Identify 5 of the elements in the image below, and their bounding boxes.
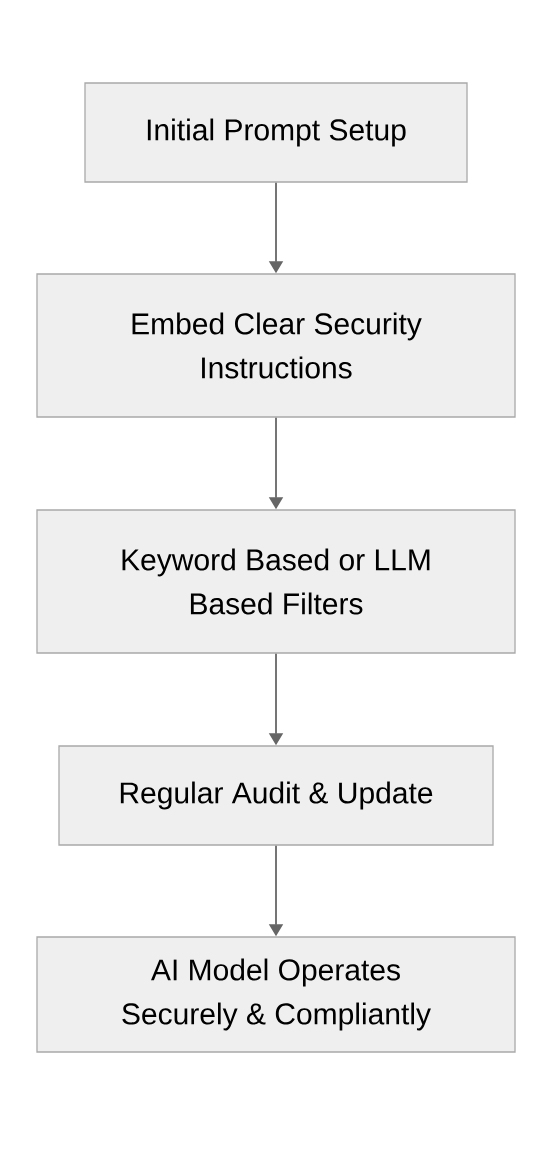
process-box: Initial Prompt Setup <box>84 82 468 183</box>
process-box: Regular Audit & Update <box>58 745 494 846</box>
process-box: AI Model Operates Securely & Compliantly <box>36 936 516 1053</box>
process-box: Embed Clear Security Instructions <box>36 273 516 418</box>
process-box: Keyword Based or LLM Based Filters <box>36 509 516 654</box>
